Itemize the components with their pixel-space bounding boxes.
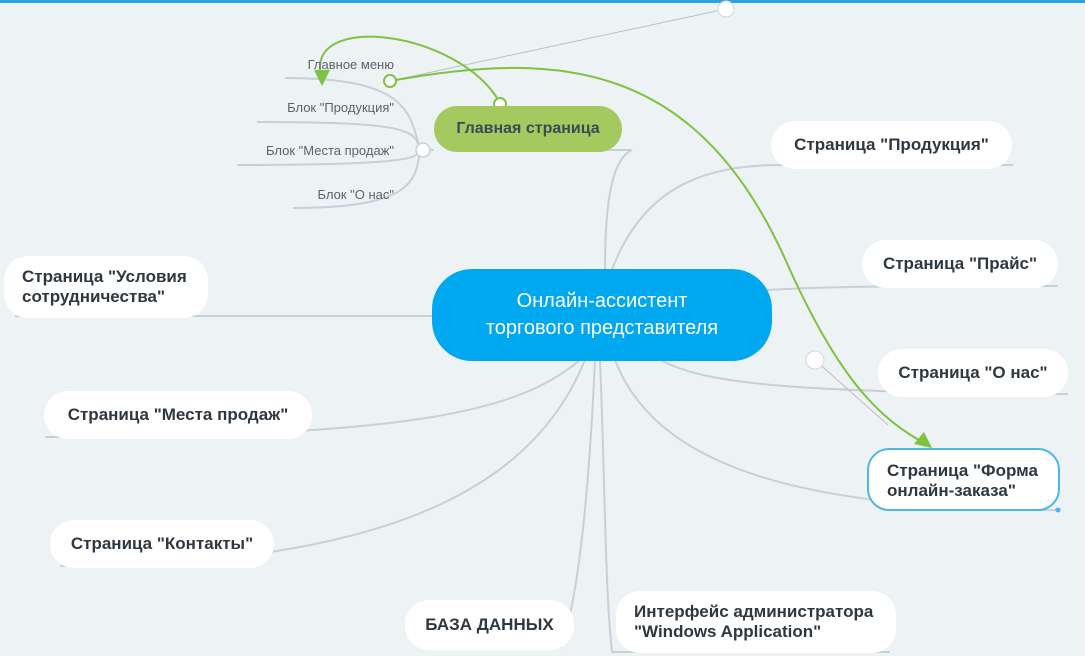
central-topic-line2: торгового представителя [485,317,719,339]
topic-database-label: БАЗА ДАННЫХ [425,615,554,634]
connector-sub-products [256,121,421,151]
relation-handle-menu [383,74,397,88]
relation-curve-to-menu [318,35,501,104]
connector-products [609,164,1013,276]
topic-cooperation-terms-line1: Страница "Условия [22,267,187,286]
topic-contacts-page-label: Страница "Контакты" [70,534,254,553]
topic-database[interactable]: БАЗА ДАННЫХ [405,600,574,650]
topic-admin-interface-line2: "Windows Application" [634,622,822,641]
relation-curve-to-order-form [389,66,929,446]
topic-admin-interface-line1: Интерфейс администратора [634,602,874,621]
collapse-handle-main-page [415,142,431,158]
topic-sales-points-page-label: Страница "Места продаж" [67,405,289,424]
connector-admin [599,359,890,653]
arrowhead-menu [314,70,330,86]
subtopic-about-block[interactable]: Блок "О нас" [317,187,394,202]
topic-main-page[interactable]: Главная страница [434,106,622,152]
topic-main-page-label: Главная страница [456,120,600,137]
topic-about-page-label: Страница "О нас" [898,363,1048,382]
topic-about-page[interactable]: Страница "О нас" [878,349,1068,397]
subtopic-sales-block[interactable]: Блок "Места продаж" [266,143,394,158]
relation-line-about [814,359,889,426]
relation-handle-top [717,0,735,18]
connector-main-page [600,149,633,271]
topic-cooperation-terms-page[interactable]: Страница "Условия сотрудничества" [4,256,208,318]
central-topic[interactable]: Онлайн-ассистент торгового представителя [432,269,772,361]
subtopic-products-block[interactable]: Блок "Продукция" [287,100,394,115]
relation-handle-about [805,350,825,370]
selection-resize-handle [1055,507,1061,513]
top-accent-bar [0,0,1085,3]
topic-order-form-line1: Страница "Форма [887,461,1038,480]
topic-order-form-line2: онлайн-заказа" [887,481,1016,500]
topic-products-page-label: Страница "Продукция" [794,135,989,154]
topic-contacts-page[interactable]: Страница "Контакты" [50,520,274,568]
relation-line-top [389,8,727,82]
topic-order-form-page[interactable]: Страница "Форма онлайн-заказа" [867,448,1060,511]
topic-price-page-label: Страница "Прайс" [882,254,1038,273]
connector-sub-about [292,149,421,209]
arrowhead-order-form [914,432,932,448]
topic-sales-points-page[interactable]: Страница "Места продаж" [44,391,312,439]
topic-cooperation-terms-line2: сотрудничества" [22,287,166,306]
topic-price-page[interactable]: Страница "Прайс" [862,240,1058,288]
subtopic-main-menu[interactable]: Главное меню [307,57,394,72]
topic-products-page[interactable]: Страница "Продукция" [771,121,1012,169]
central-topic-line1: Онлайн-ассистент [516,290,688,312]
topic-admin-interface[interactable]: Интерфейс администратора "Windows Applic… [616,591,896,653]
